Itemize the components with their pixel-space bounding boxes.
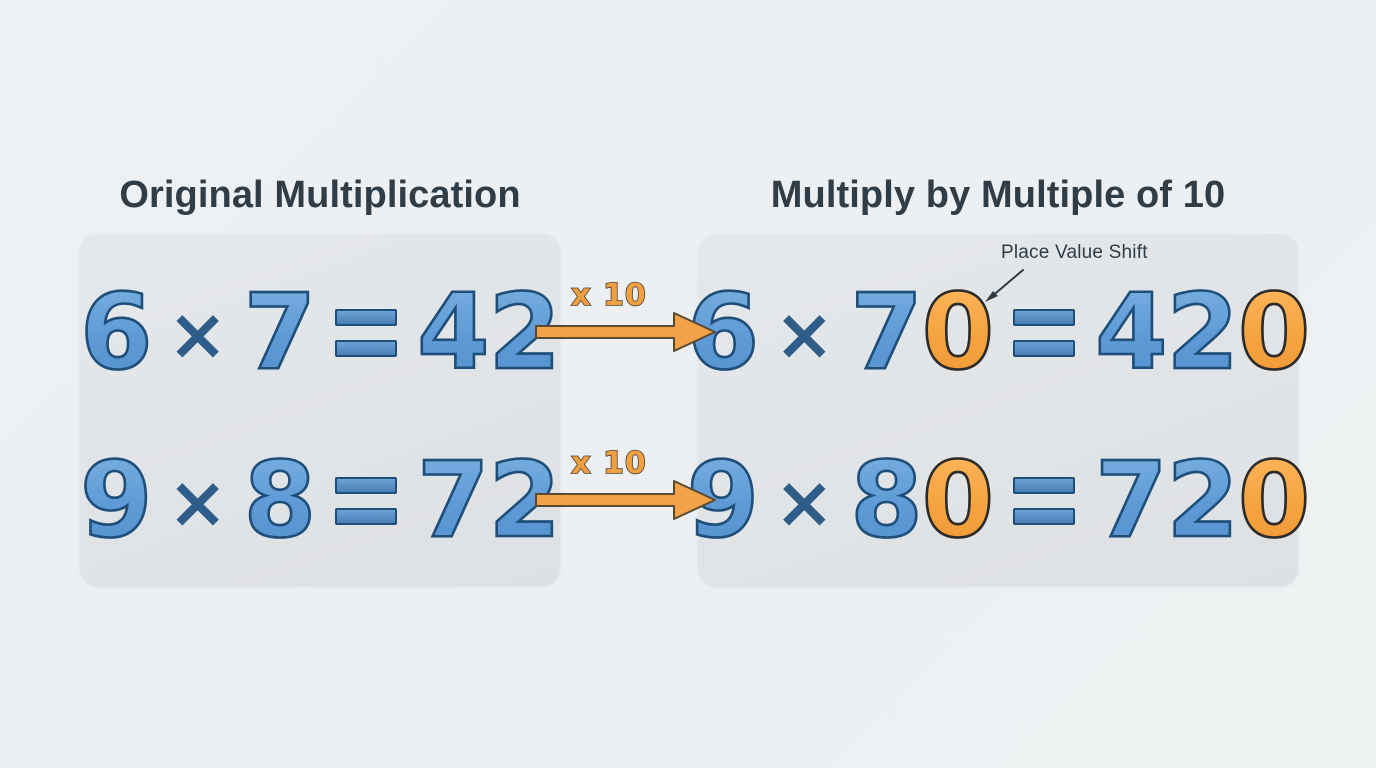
- multiplication-sign-icon: ×: [774, 460, 835, 544]
- original-multiplication-panel: [80, 234, 560, 586]
- product-base: 42: [1094, 271, 1240, 393]
- transform-arrow-group-1: x 10: [534, 272, 720, 362]
- transform-arrow-label: x 10: [570, 445, 647, 482]
- equation-row-scaled-2: 9 × 8 0 72 0: [685, 439, 1311, 561]
- factor-b-base: 8: [849, 439, 924, 561]
- equals-bar-top: [1013, 477, 1076, 494]
- equals-bar-bottom: [1013, 340, 1076, 357]
- equals-sign-icon: [335, 309, 398, 357]
- factor-b-appended-zero: 0: [920, 439, 995, 561]
- factor-b-appended-zero: 0: [920, 271, 995, 393]
- place-value-shift-label: Place Value Shift: [1001, 242, 1148, 263]
- right-column-title: Multiply by Multiple of 10: [770, 174, 1226, 216]
- factor-b: 8: [242, 439, 317, 561]
- factor-a: 9: [79, 439, 154, 561]
- equals-sign-icon: [335, 477, 398, 525]
- place-value-shift-annotation: Place Value Shift: [975, 242, 1205, 312]
- product-base: 72: [1094, 439, 1240, 561]
- factor-b-base: 7: [849, 271, 924, 393]
- multiplication-sign-icon: ×: [774, 292, 835, 376]
- equals-bar-top: [335, 309, 398, 326]
- multiply-by-multiple-of-ten-panel: [698, 234, 1298, 586]
- multiplication-sign-icon: ×: [167, 460, 228, 544]
- factor-a: 6: [79, 271, 154, 393]
- right-arrow-icon: [535, 480, 716, 520]
- product-appended-zero: 0: [1237, 271, 1312, 393]
- transform-arrow-group-2: x 10: [534, 440, 720, 530]
- equals-bar-top: [1013, 309, 1076, 326]
- left-column-title: Original Multiplication: [119, 174, 521, 216]
- equals-bar-top: [335, 477, 398, 494]
- equals-sign-icon: [1013, 309, 1076, 357]
- equation-row-original-2: 9 × 8 72: [79, 439, 562, 561]
- transform-arrow-label: x 10: [570, 277, 647, 314]
- equals-bar-bottom: [335, 508, 398, 525]
- multiplication-sign-icon: ×: [167, 292, 228, 376]
- annotation-pointer-arrow-icon: [985, 269, 1024, 302]
- equals-sign-icon: [1013, 477, 1076, 525]
- product-appended-zero: 0: [1237, 439, 1312, 561]
- equals-bar-bottom: [335, 340, 398, 357]
- equation-row-original-1: 6 × 7 42: [79, 271, 562, 393]
- factor-b: 7: [242, 271, 317, 393]
- equals-bar-bottom: [1013, 508, 1076, 525]
- right-arrow-icon: [535, 312, 716, 352]
